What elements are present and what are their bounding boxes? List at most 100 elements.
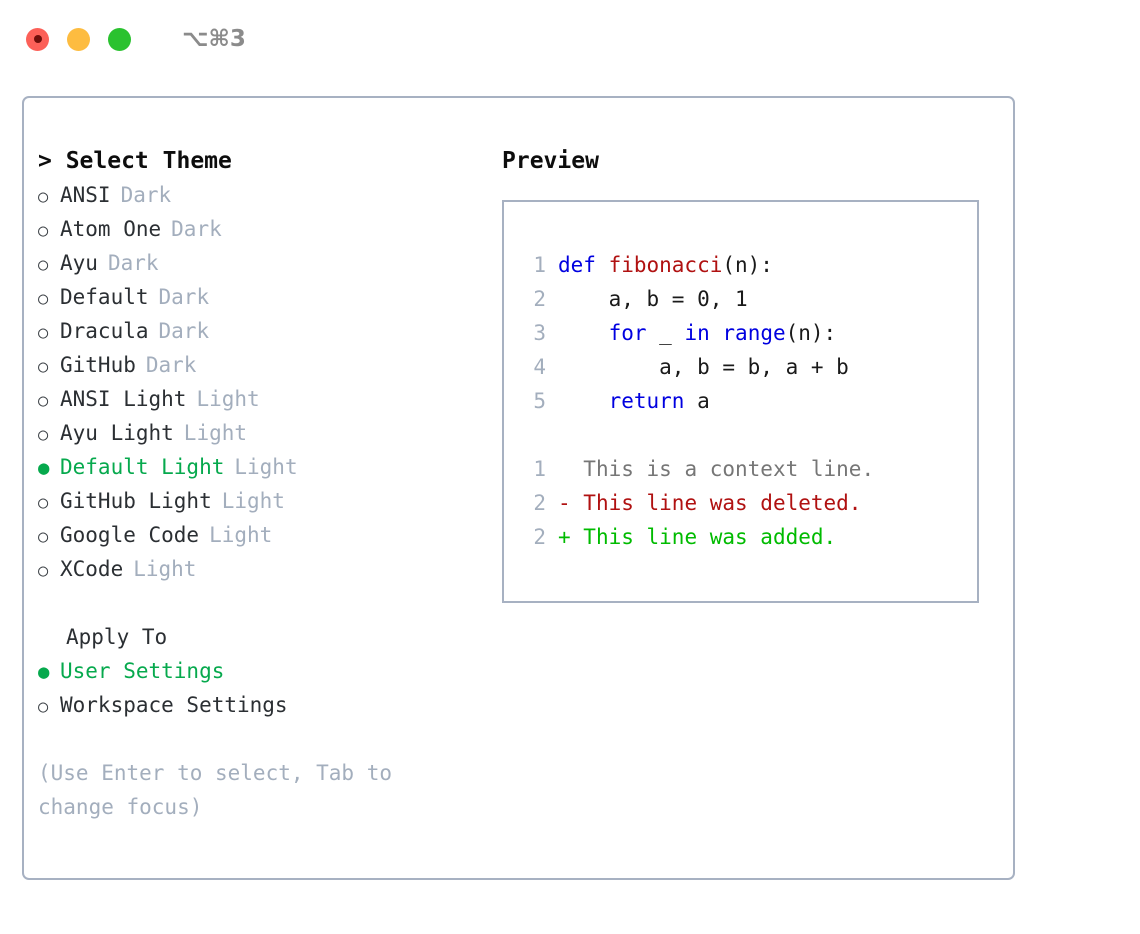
- code-line: 4 a, b = b, a + b: [518, 350, 968, 384]
- theme-variant-label: Light: [183, 421, 248, 445]
- code-diff-gap: [518, 418, 968, 452]
- code-token-plain: (n):: [785, 321, 837, 345]
- theme-name-label: Ayu: [60, 251, 98, 275]
- radio-unselected-icon: ○: [38, 357, 49, 377]
- diff-marker: -: [558, 491, 584, 515]
- code-token-kw: for: [608, 321, 647, 345]
- code-token-plain: a, b = 0, 1: [558, 287, 748, 311]
- radio-unselected-icon: ○: [38, 255, 49, 275]
- theme-variant-label: Light: [196, 387, 260, 411]
- code-token-plain: a, b = b, a + b: [558, 355, 849, 379]
- theme-name-label: Dracula: [60, 319, 149, 343]
- code-line: 2 a, b = 0, 1: [518, 282, 968, 316]
- theme-variant-label: Dark: [107, 251, 159, 275]
- code-line-content: return a: [558, 384, 710, 418]
- apply-to-option[interactable]: ● User Settings: [38, 654, 498, 688]
- traffic-light-group: [26, 27, 131, 51]
- theme-list-item[interactable]: ○ Default Dark: [38, 280, 498, 314]
- code-token-plain: a: [684, 389, 710, 413]
- theme-list-item[interactable]: ○ Ayu Dark: [38, 246, 498, 280]
- zoom-button-icon[interactable]: [108, 27, 131, 51]
- code-token-fn: fibonacci: [608, 253, 723, 277]
- preview-title: Preview: [502, 148, 599, 174]
- code-line-number: 5: [533, 389, 546, 413]
- list-spacer: [38, 586, 498, 620]
- diff-block: 1 This is a context line.2- This line wa…: [518, 452, 968, 554]
- theme-name-label: XCode: [60, 557, 124, 581]
- diff-marker: [558, 452, 583, 486]
- radio-unselected-icon: ○: [38, 391, 49, 411]
- code-token-kw: range: [722, 321, 786, 345]
- radio-selected-icon: ●: [38, 661, 50, 683]
- theme-list-item[interactable]: ○ Atom One Dark: [38, 212, 498, 246]
- code-line: 3 for _ in range(n):: [518, 316, 968, 350]
- diff-line-content: This line was added.: [583, 525, 837, 549]
- radio-unselected-icon: ○: [38, 289, 49, 309]
- diff-marker: +: [558, 525, 584, 549]
- close-button-icon[interactable]: [26, 27, 49, 51]
- radio-unselected-icon: ○: [38, 697, 49, 717]
- theme-variant-label: Light: [221, 489, 285, 513]
- apply-to-option[interactable]: ○ Workspace Settings: [38, 688, 498, 722]
- diff-line-number: 2: [533, 525, 546, 549]
- apply-to-label: Workspace Settings: [60, 693, 288, 717]
- code-token-kw: def: [558, 253, 609, 277]
- keyboard-hint-text: (Use Enter to select, Tab to change focu…: [38, 761, 405, 819]
- code-token-plain: (n):: [722, 253, 773, 277]
- diff-line: 1 This is a context line.: [518, 452, 968, 486]
- window-titlebar: ⌥⌘3: [0, 0, 1140, 78]
- theme-variant-label: Dark: [145, 353, 197, 377]
- theme-name-label: ANSI Light: [60, 387, 187, 411]
- code-token-kw: return: [608, 389, 685, 413]
- apply-to-label: User Settings: [60, 659, 225, 683]
- radio-selected-icon: ●: [38, 457, 50, 479]
- theme-variant-label: Dark: [171, 217, 222, 241]
- radio-unselected-icon: ○: [38, 221, 49, 241]
- minimize-button-icon[interactable]: [67, 27, 90, 51]
- code-line-content: a, b = b, a + b: [558, 350, 849, 384]
- theme-name-label: GitHub: [60, 353, 136, 377]
- theme-variant-label: Light: [133, 557, 197, 581]
- theme-list-item[interactable]: ○ ANSI Light Light: [38, 382, 498, 416]
- theme-list-item[interactable]: ○ GitHub Dark: [38, 348, 498, 382]
- theme-list-item[interactable]: ○ XCode Light: [38, 552, 498, 586]
- code-line-content: a, b = 0, 1: [558, 282, 748, 316]
- diff-line-number: 1: [533, 457, 546, 481]
- theme-list-header: > Select Theme: [38, 148, 232, 174]
- theme-variant-label: Light: [209, 523, 273, 547]
- radio-unselected-icon: ○: [38, 561, 49, 581]
- theme-name-label: ANSI: [60, 183, 111, 207]
- diff-line-content: This line was deleted.: [583, 491, 862, 515]
- theme-name-label: Ayu Light: [60, 421, 174, 445]
- code-line-number: 3: [533, 321, 546, 345]
- diff-line: 2- This line was deleted.: [518, 486, 968, 520]
- diff-line: 2 + This line was added.: [518, 520, 968, 554]
- theme-name-label: Atom One: [60, 217, 162, 241]
- theme-variant-label: Dark: [158, 285, 210, 309]
- radio-unselected-icon: ○: [38, 187, 49, 207]
- code-line: 5 return a: [518, 384, 968, 418]
- radio-unselected-icon: ○: [38, 323, 49, 343]
- code-token-plain: [710, 321, 723, 345]
- code-token-plain: _: [646, 321, 685, 345]
- code-token-plain: [558, 321, 609, 345]
- window-title: ⌥⌘3: [182, 26, 246, 52]
- code-line-content: def fibonacci(n):: [558, 248, 773, 282]
- radio-unselected-icon: ○: [38, 493, 49, 513]
- apply-to-list[interactable]: ● User Settings ○ Workspace Settings: [38, 654, 498, 722]
- theme-name-label: Default: [60, 285, 149, 309]
- code-token-plain: [558, 389, 609, 413]
- radio-unselected-icon: ○: [38, 527, 49, 547]
